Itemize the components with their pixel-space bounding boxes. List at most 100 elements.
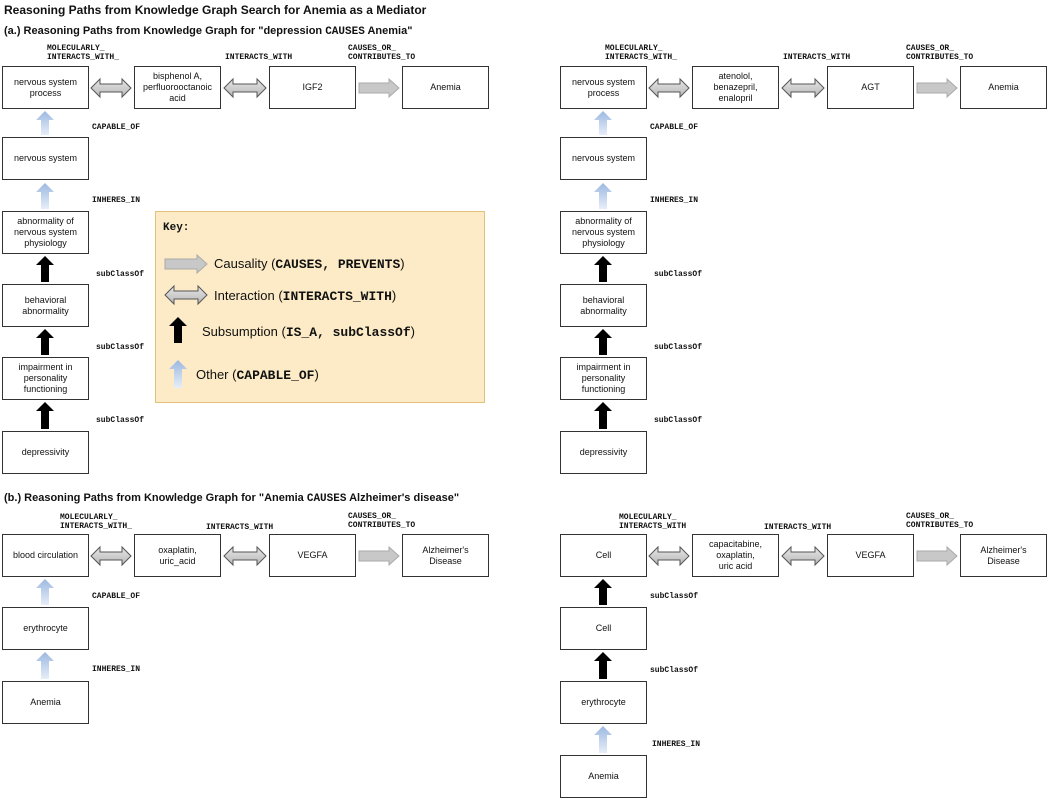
key-subsumption-relations: IS_A, subClassOf xyxy=(285,325,411,340)
node-oxaplatin-uric-acid: oxaplatin, uric_acid xyxy=(134,534,221,577)
other-arrow xyxy=(36,652,54,679)
node-impairment: impairment in personality functioning xyxy=(560,357,647,400)
subsumption-arrow xyxy=(36,256,54,282)
other-arrow xyxy=(36,579,54,605)
interaction-arrow xyxy=(90,545,132,567)
subsumption-arrow xyxy=(594,579,612,605)
key-subsumption: Subsumption (IS_A, subClassOf) xyxy=(202,324,415,340)
node-cell: Cell xyxy=(560,534,647,577)
other-arrow xyxy=(594,111,612,135)
interaction-arrow xyxy=(781,77,825,99)
node-anemia: Anemia xyxy=(960,66,1047,109)
subsumption-arrow xyxy=(594,329,612,355)
node-erythrocyte: erythrocyte xyxy=(560,681,647,724)
causality-arrow xyxy=(916,545,958,567)
interaction-arrow xyxy=(781,545,825,567)
edge-label-causes-or-contributes: CAUSES_OR_ CONTRIBUTES_TO xyxy=(348,512,416,530)
node-behavioral-abnormality: behavioral abnormality xyxy=(2,284,89,327)
subsumption-arrow xyxy=(36,329,54,355)
edge-label-interacts-with: INTERACTS_WITH xyxy=(783,53,851,62)
key-other-relations: CAPABLE_OF xyxy=(236,368,315,383)
edge-label-subclassof: subClassOf xyxy=(654,343,703,352)
subsumption-arrow xyxy=(36,402,54,429)
node-bisphenol-a: bisphenol A, perfluorooctanoic acid xyxy=(134,66,221,109)
key-interaction-close: ) xyxy=(391,288,397,303)
other-arrow xyxy=(36,183,54,209)
section-a-prefix: (a.) Reasoning Paths from Knowledge Grap… xyxy=(4,25,326,37)
node-igf2: IGF2 xyxy=(269,66,356,109)
key-other-close: ) xyxy=(314,367,319,382)
key-causality-close: ) xyxy=(400,256,405,271)
node-depressivity: depressivity xyxy=(560,431,647,474)
key-other-text: Other ( xyxy=(196,367,237,382)
node-nervous-system: nervous system xyxy=(2,137,89,180)
section-a-suffix: Anemia" xyxy=(364,25,413,37)
causality-arrow xyxy=(358,545,400,567)
causality-key-arrow xyxy=(164,253,208,275)
causality-arrow xyxy=(358,77,400,99)
node-alzheimers-disease: Alzheimer's Disease xyxy=(960,534,1047,577)
edge-label-subclassof: subClassOf xyxy=(654,270,703,279)
interaction-arrow xyxy=(648,545,690,567)
node-vegfa: VEGFA xyxy=(269,534,356,577)
key-causality-text: Causality ( xyxy=(214,256,276,271)
node-cell: Cell xyxy=(560,607,647,650)
key-interaction: Interaction (INTERACTS_WITH) xyxy=(214,288,396,304)
interaction-arrow xyxy=(223,77,267,99)
edge-label-molecularly-interacts: MOLECULARLY_ INTERACTS_WITH xyxy=(619,513,687,531)
node-anemia: Anemia xyxy=(2,681,89,724)
key-interaction-relations: INTERACTS_WITH xyxy=(282,289,392,304)
edge-label-interacts-with: INTERACTS_WITH xyxy=(764,523,832,532)
key-causality: Causality (CAUSES, PREVENTS) xyxy=(214,256,405,272)
node-impairment: impairment in personality functioning xyxy=(2,357,89,400)
edge-label-causes-or-contributes: CAUSES_OR_ CONTRIBUTES_TO xyxy=(906,44,974,62)
node-anemia: Anemia xyxy=(402,66,489,109)
node-anemia: Anemia xyxy=(560,755,647,798)
section-b-relation: CAUSES xyxy=(306,493,347,505)
edge-label-interacts-with: INTERACTS_WITH xyxy=(225,53,293,62)
edge-label-molecularly-interacts: MOLECULARLY_ INTERACTS_WITH_ xyxy=(605,44,678,62)
node-depressivity: depressivity xyxy=(2,431,89,474)
other-key-arrow xyxy=(169,360,187,388)
edge-label-subclassof: subClassOf xyxy=(650,592,699,601)
subsumption-arrow xyxy=(594,652,612,679)
edge-label-inheres-in: INHERES_IN xyxy=(650,196,699,205)
edge-label-causes-or-contributes: CAUSES_OR_ CONTRIBUTES_TO xyxy=(348,44,416,62)
edge-label-inheres-in: INHERES_IN xyxy=(92,196,141,205)
figure-title: Reasoning Paths from Knowledge Graph Sea… xyxy=(4,3,427,17)
edge-label-molecularly-interacts: MOLECULARLY_ INTERACTS_WITH_ xyxy=(60,513,133,531)
edge-label-subclassof: subClassOf xyxy=(96,416,145,425)
node-nervous-system-process: nervous system process xyxy=(560,66,647,109)
interaction-arrow xyxy=(90,77,132,99)
subsumption-key-arrow xyxy=(169,317,187,343)
key-interaction-text: Interaction ( xyxy=(214,288,283,303)
key-subsumption-text: Subsumption ( xyxy=(202,324,286,339)
node-abnormality: abnormality of nervous system physiology xyxy=(2,211,89,254)
edge-label-subclassof: subClassOf xyxy=(96,270,145,279)
key-causality-relations: CAUSES, PREVENTS xyxy=(275,257,401,272)
key-other: Other (CAPABLE_OF) xyxy=(196,367,319,383)
node-capacitabine-oxaplatin-uric-acid: capacitabine, oxaplatin, uric acid xyxy=(692,534,779,577)
edge-label-causes-or-contributes: CAUSES_OR_ CONTRIBUTES_TO xyxy=(906,512,974,530)
section-b-suffix: Alzheimer's disease" xyxy=(346,492,460,504)
edge-label-subclassof: subClassOf xyxy=(96,343,145,352)
edge-label-inheres-in: INHERES_IN xyxy=(92,665,141,674)
other-arrow xyxy=(594,183,612,209)
edge-label-interacts-with: INTERACTS_WITH xyxy=(206,523,274,532)
interaction-key-arrow xyxy=(164,284,208,306)
key-title: Key: xyxy=(163,222,190,234)
subsumption-arrow xyxy=(594,402,612,429)
interaction-arrow xyxy=(648,77,690,99)
node-vegfa: VEGFA xyxy=(827,534,914,577)
legend-key: Key: Causality (CAUSES, PREVENTS) Intera… xyxy=(155,211,485,403)
causality-arrow xyxy=(916,77,958,99)
section-b-prefix: (b.) Reasoning Paths from Knowledge Grap… xyxy=(4,492,307,504)
node-erythrocyte: erythrocyte xyxy=(2,607,89,650)
other-arrow xyxy=(36,111,54,135)
edge-label-capable-of: CAPABLE_OF xyxy=(92,592,141,601)
node-nervous-system: nervous system xyxy=(560,137,647,180)
node-alzheimers-disease: Alzheimer's Disease xyxy=(402,534,489,577)
section-b-heading: (b.) Reasoning Paths from Knowledge Grap… xyxy=(4,492,459,505)
edge-label-capable-of: CAPABLE_OF xyxy=(92,123,141,132)
edge-label-capable-of: CAPABLE_OF xyxy=(650,123,699,132)
